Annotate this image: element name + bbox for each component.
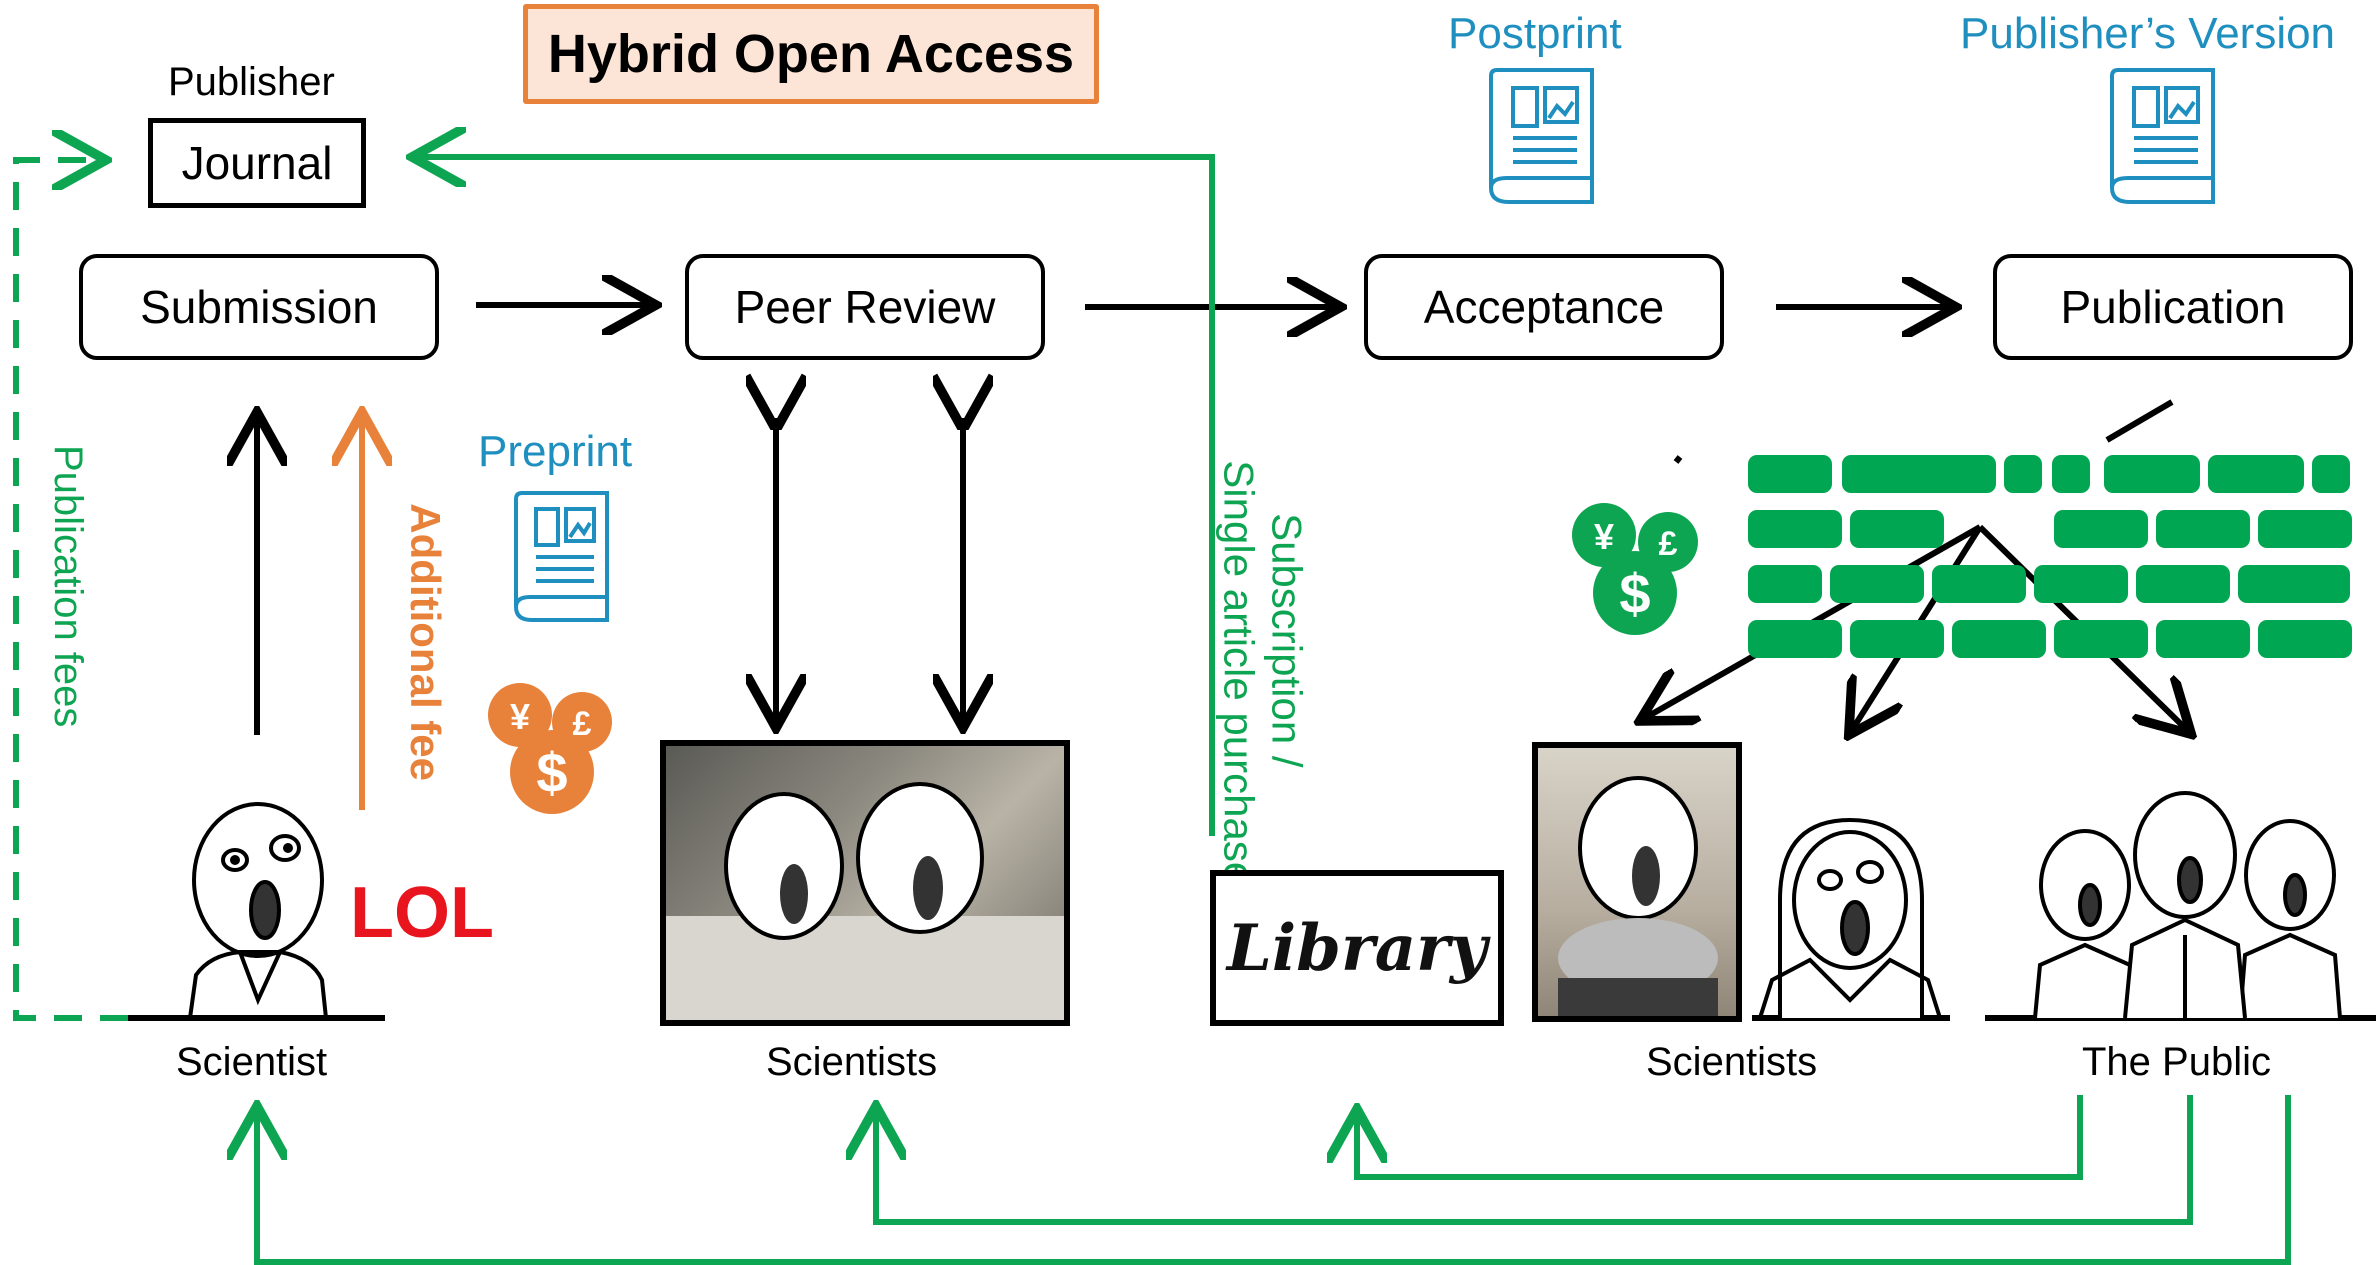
coin-dollar: $ [536,741,567,804]
acceptance-box: Acceptance [1364,254,1724,360]
paywall-icon [1748,455,2352,658]
publishers-version-label: Publisher’s Version [1960,9,2336,58]
submission-box: Submission [79,254,439,360]
readers-label: Scientists [1646,1040,1818,1084]
publication-box: Publication [1993,254,2353,360]
peer-review-box: Peer Review [685,254,1045,360]
postprint-document-icon [1489,68,1594,204]
lol-exclamation: LOL [350,873,494,953]
preprint-document-icon [514,491,609,622]
preprint-label: Preprint [478,427,633,476]
journal-box: Journal [148,118,366,208]
publication-fees-label: Publication fees [46,445,90,728]
public-figures-icon [2033,791,2342,1019]
svg-text:£: £ [1659,525,1678,563]
scientist-label: Scientist [176,1040,328,1084]
arrow-public-to-reviewers [876,1095,2193,1225]
orange-coins-icon: ¥ £ $ [488,683,612,814]
publication-to-paywall [2105,399,2174,443]
scientist-figure-icon [188,802,328,1019]
page-title: Hybrid Open Access [523,4,1099,104]
publishers-version-document-icon [2110,68,2215,204]
paywall-crack [1673,455,1683,464]
coin-yen: ¥ [510,696,530,737]
subscription-line-1: Subscription / [1263,513,1311,768]
reviewers-photo [660,740,1070,1026]
reviewers-label: Scientists [766,1040,938,1084]
svg-text:$: $ [1619,562,1650,625]
arrow-public-to-library [1357,1095,2083,1180]
green-coins-icon: ¥ £ $ [1572,503,1698,635]
arrow-publication-fees [13,160,128,1021]
svg-text:¥: ¥ [1594,516,1614,557]
postprint-label: Postprint [1448,9,1622,58]
subscription-line-2: Single article purchase [1215,460,1262,886]
publisher-label: Publisher [168,60,335,104]
reader-scientist-photo [1532,742,1742,1022]
arrow-public-to-scientist [257,1095,2291,1265]
additional-fee-label: Additional fee [402,503,450,781]
coin-pound: £ [573,705,592,743]
hoodie-reader-figure-icon [1758,817,1942,1019]
library-box: Library [1210,870,1504,1026]
public-label: The Public [2082,1040,2271,1084]
arrow-subscription-to-journal [418,157,1215,836]
subscription-label: Subscription / Single article purchase [1214,460,1311,886]
